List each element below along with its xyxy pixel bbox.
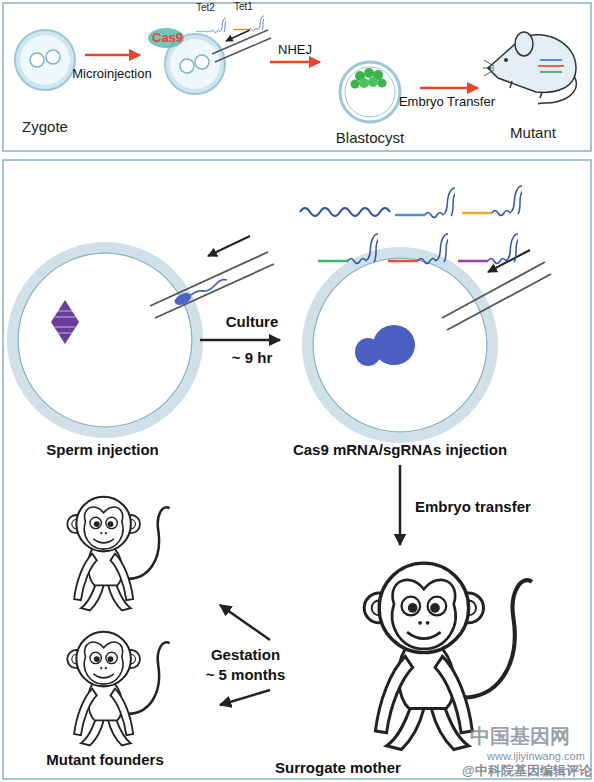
- cas9-injection-stage: Cas9 mRNA/sgRNAs injection: [280, 190, 520, 465]
- mutant-stage: Mutant: [478, 15, 588, 145]
- inner-cell: [378, 79, 387, 88]
- sgrna-symbol: [234, 16, 265, 31]
- sgrna-symbol: [388, 234, 449, 264]
- sperm-head: [173, 291, 194, 308]
- mouse-drawing: [483, 32, 576, 104]
- pronucleus: [46, 50, 60, 64]
- oocyte-membrane: [313, 258, 487, 432]
- founder-monkey: [67, 632, 169, 746]
- edge-label: Embryo Transfer: [392, 94, 502, 110]
- trophectoderm: [345, 67, 395, 117]
- sgrna-label: Tet2: [196, 2, 226, 14]
- oocyte-sperm-injection: [12, 236, 274, 433]
- cas9-label: Cas9: [152, 30, 202, 46]
- stage-label: Surrogate mother: [275, 759, 475, 777]
- cas9-mrna: [300, 208, 390, 216]
- edge-label: Culture ~ 9 hr: [221, 304, 283, 376]
- oocyte-cas9-injection: [300, 186, 551, 438]
- flow-arrow: [420, 87, 478, 90]
- zona-pellucida: [12, 247, 198, 433]
- zygote-cell: [15, 30, 75, 90]
- inner-cell: [364, 68, 374, 78]
- cytoplasm: [20, 35, 70, 85]
- edge-label: NHEJ: [270, 42, 320, 58]
- zona-pellucida: [307, 252, 493, 438]
- flow-arrow: [399, 465, 402, 545]
- injected-zygote-stage: Cas9 Tet2 Tet1: [140, 0, 270, 100]
- watermark: 中国基因网: [470, 724, 570, 748]
- injection-needle: [442, 262, 551, 330]
- watermark: www.ijiyinwang.com: [487, 750, 585, 763]
- founders-stage: Mutant founders: [20, 480, 220, 775]
- injected-zygote-cell: [148, 16, 271, 94]
- watermark: @中科院基因编辑评论: [462, 763, 592, 779]
- flow-arrow: [270, 61, 320, 64]
- flow-arrow: [200, 339, 280, 342]
- flow-arrow: [220, 690, 270, 705]
- edge-label: Microinjection: [67, 66, 157, 82]
- stage-label: Zygote: [5, 118, 85, 136]
- stage-label: Blastocyst: [320, 129, 420, 147]
- injection-needle: [150, 252, 274, 318]
- edge-label: Gestation ~ 5 months: [205, 645, 286, 685]
- cytoplasm: [170, 39, 220, 89]
- sgrna-symbol: [196, 18, 227, 33]
- flow-arrow: [85, 54, 140, 57]
- injection-needle: [212, 30, 271, 62]
- founder-monkey: [67, 497, 169, 611]
- cell-membrane: [15, 30, 75, 90]
- needle-arrow: [208, 236, 250, 256]
- inner-cell: [351, 80, 360, 89]
- panel-frame: [3, 160, 591, 779]
- sperm-injection-stage: Sperm injection: [5, 235, 200, 465]
- edge-label: Embryo transfer: [415, 498, 565, 516]
- inner-cell: [368, 77, 378, 87]
- blastocyst-cell: [340, 62, 400, 122]
- stage-label: Mutant founders: [20, 751, 190, 769]
- pronucleus: [373, 325, 415, 365]
- pronucleus: [30, 53, 44, 67]
- flow-arrow: [220, 605, 270, 640]
- sgrna-symbol: [318, 234, 379, 264]
- sgrna-symbol: [458, 234, 519, 264]
- sgrna-symbol: [395, 188, 456, 218]
- zona: [340, 62, 400, 122]
- surrogate-monkey: [364, 563, 532, 749]
- sgrna-label: Tet1: [234, 1, 264, 13]
- sperm-tail: [191, 280, 227, 295]
- oocyte-membrane: [18, 253, 192, 427]
- stage-label: Sperm injection: [5, 441, 200, 459]
- spindle-fibers: [55, 311, 75, 333]
- needle-arrow: [226, 30, 250, 41]
- pronucleus: [195, 55, 209, 69]
- panel-frame: [3, 3, 591, 151]
- stage-label: Mutant: [478, 124, 588, 142]
- inner-cell: [359, 78, 369, 88]
- sgrna-symbol: [462, 186, 523, 216]
- spindle: [51, 300, 79, 344]
- pronucleus: [180, 59, 194, 73]
- stage-label: Cas9 mRNA/sgRNAs injection: [280, 441, 520, 459]
